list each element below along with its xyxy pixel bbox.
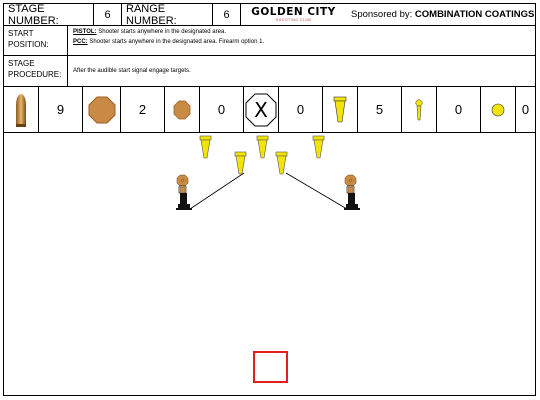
start-position-label: START POSITION: bbox=[4, 25, 68, 55]
target-count-bar: 9 2 0 X 0 5 0 0 bbox=[4, 87, 535, 133]
round-plate-icon bbox=[481, 87, 516, 132]
stage-diagram bbox=[4, 133, 535, 395]
large-steel-plate-icon bbox=[83, 87, 121, 132]
logo-subtext: SHOOTING CLUB bbox=[275, 18, 312, 22]
popper-target bbox=[234, 151, 247, 175]
small-steel-plate-icon bbox=[165, 87, 200, 132]
popper-icon bbox=[323, 87, 358, 132]
count-large-steel: 2 bbox=[121, 87, 165, 132]
pcc-label: PCC: bbox=[73, 39, 88, 45]
popper-target bbox=[199, 135, 212, 159]
stage-sheet: STAGE NUMBER: 6 RANGE NUMBER: 6 GOLDEN C… bbox=[3, 3, 536, 396]
start-position-text: PISTOL: Shooter starts anywhere in the d… bbox=[68, 25, 535, 55]
pistol-label: PISTOL: bbox=[73, 29, 97, 35]
no-shoot-icon: X bbox=[244, 87, 279, 132]
logo-text: GOLDEN CITY bbox=[251, 6, 336, 18]
activator-line-right bbox=[285, 172, 348, 210]
popper-target bbox=[312, 135, 325, 159]
start-position-row: START POSITION: PISTOL: Shooter starts a… bbox=[4, 25, 535, 56]
mini-popper-icon bbox=[402, 87, 437, 132]
stage-procedure-text: After the audible start signal engage ta… bbox=[73, 67, 191, 74]
count-bullets: 9 bbox=[39, 87, 83, 132]
steel-target-on-stand bbox=[344, 174, 360, 210]
count-mini-poppers: 0 bbox=[437, 87, 481, 132]
svg-text:X: X bbox=[254, 98, 268, 122]
stage-procedure-row: STAGE PROCEDURE: After the audible start… bbox=[4, 55, 535, 87]
count-poppers: 5 bbox=[358, 87, 402, 132]
count-small-steel: 0 bbox=[200, 87, 244, 132]
popper-target bbox=[275, 151, 288, 175]
bullet-icon bbox=[4, 87, 39, 132]
stage-number-value: 6 bbox=[94, 4, 122, 25]
club-logo: GOLDEN CITY SHOOTING CLUB bbox=[241, 4, 346, 25]
steel-target-on-stand bbox=[176, 174, 192, 210]
range-number-label: RANGE NUMBER: bbox=[122, 3, 213, 27]
count-round-plates: 0 bbox=[521, 102, 530, 117]
sponsor-name: COMBINATION COATINGS bbox=[414, 9, 535, 20]
count-no-shoot: 0 bbox=[279, 87, 323, 132]
pistol-text: Shooter starts anywhere in the designate… bbox=[98, 29, 226, 35]
stage-number-label: STAGE NUMBER: bbox=[4, 3, 94, 27]
stage-diagram-svg bbox=[176, 135, 360, 383]
sponsor: Sponsored by: COMBINATION COATINGS bbox=[346, 4, 535, 25]
range-number-value: 6 bbox=[213, 4, 241, 25]
header-bar: STAGE NUMBER: 6 RANGE NUMBER: 6 GOLDEN C… bbox=[4, 3, 535, 27]
stage-procedure-label: STAGE PROCEDURE: bbox=[4, 55, 68, 86]
start-box bbox=[253, 351, 288, 383]
activator-line-left bbox=[189, 172, 245, 210]
pcc-text: Shooter starts anywhere in the designate… bbox=[89, 39, 265, 45]
sponsor-label: Sponsored by: bbox=[351, 9, 413, 20]
popper-target bbox=[256, 135, 269, 159]
